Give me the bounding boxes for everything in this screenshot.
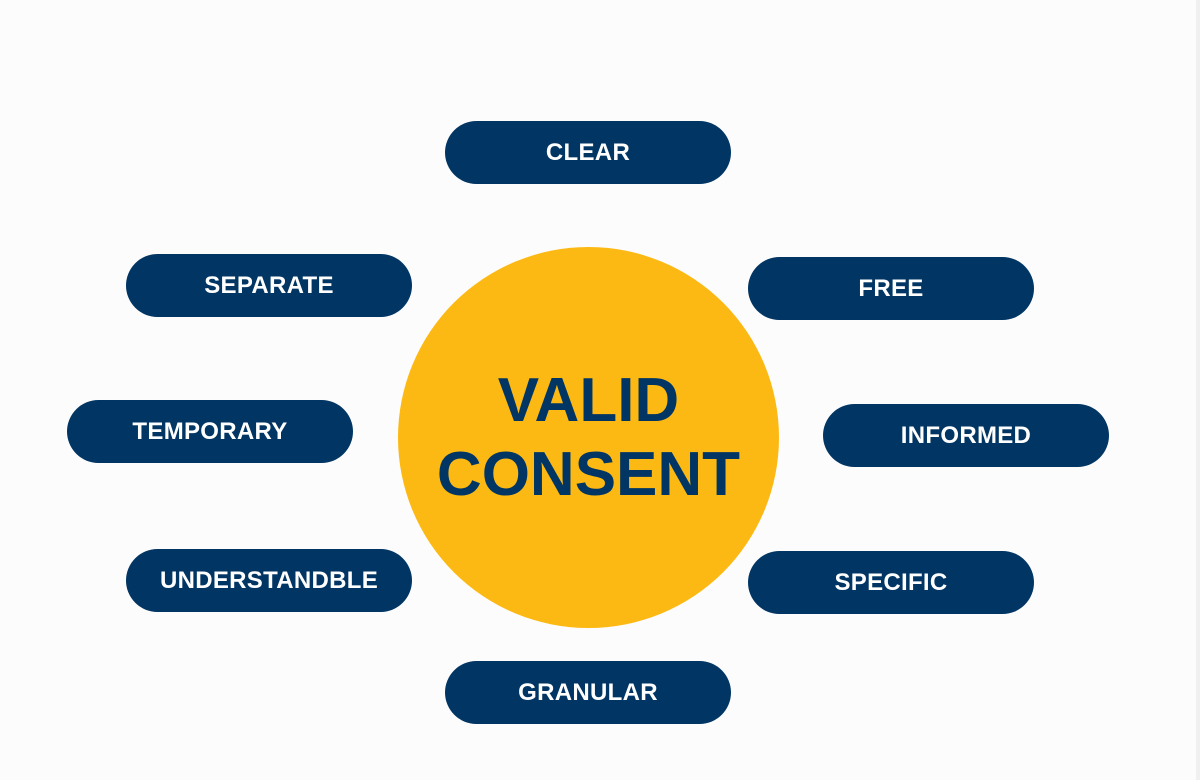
attribute-separate: SEPARATE: [126, 254, 412, 317]
attribute-free: FREE: [748, 257, 1034, 320]
attribute-understandable: UNDERSTANDBLE: [126, 549, 412, 612]
center-title-line1: VALID: [497, 365, 680, 435]
attribute-informed: INFORMED: [823, 404, 1109, 467]
valid-consent-circle: VALID CONSENT: [398, 247, 779, 628]
attribute-clear: CLEAR: [445, 121, 731, 184]
attribute-granular: GRANULAR: [445, 661, 731, 724]
attribute-specific: SPECIFIC: [748, 551, 1034, 614]
page-edge: [1196, 0, 1200, 780]
center-title-line2: CONSENT: [436, 439, 741, 509]
attribute-temporary: TEMPORARY: [67, 400, 353, 463]
